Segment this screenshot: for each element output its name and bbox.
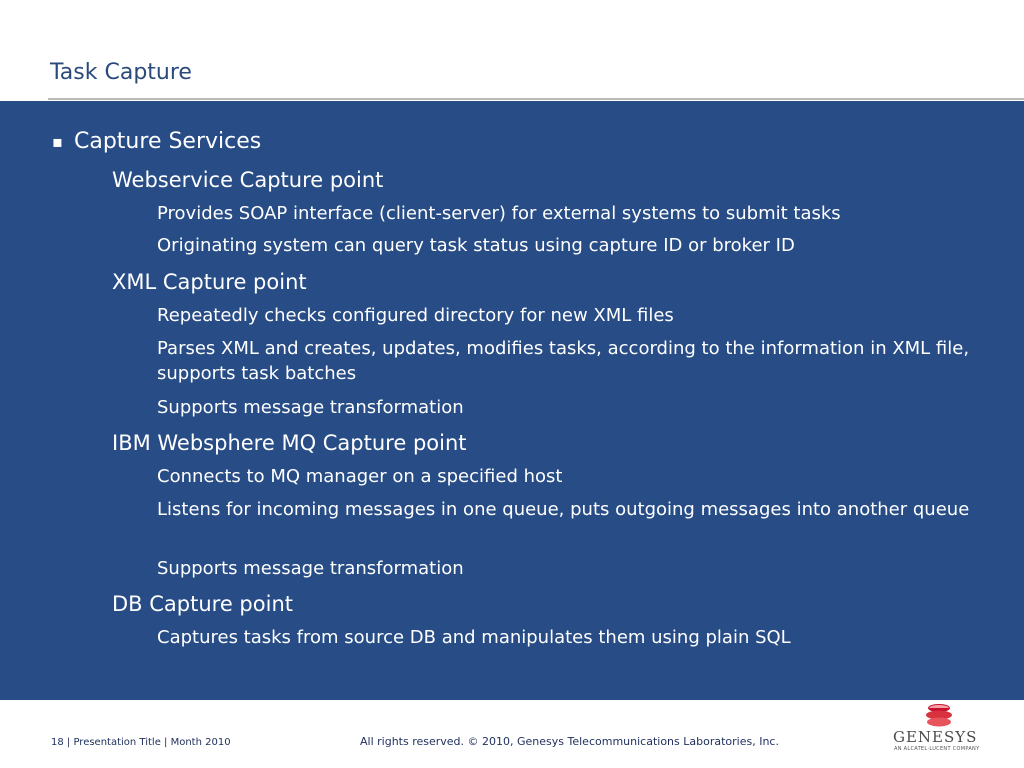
- genesys-logo: GENESYS AN ALCATEL·LUCENT COMPANY: [891, 702, 991, 754]
- footer-slide-info: 18 | Presentation Title | Month 2010: [51, 737, 231, 748]
- genesys-logo-icon: [926, 704, 952, 727]
- list-item: Captures tasks from source DB and manipu…: [157, 627, 791, 648]
- section-mq-title: IBM Websphere MQ Capture point: [112, 431, 467, 455]
- bullet-label: Capture Services: [74, 129, 262, 154]
- list-item: Connects to MQ manager on a specified ho…: [157, 466, 563, 487]
- section-xml-title: XML Capture point: [112, 270, 307, 294]
- list-item: Originating system can query task status…: [157, 235, 795, 256]
- square-bullet-icon: ▪: [52, 132, 63, 151]
- list-item: Listens for incoming messages in one que…: [157, 499, 970, 520]
- section-webservice-title: Webservice Capture point: [112, 168, 384, 192]
- title-divider: [48, 98, 1024, 100]
- list-item: Parses XML and creates, updates, modifie…: [157, 338, 970, 384]
- footer-copyright: All rights reserved. © 2010, Genesys Tel…: [360, 735, 779, 748]
- list-item: Repeatedly checks configured directory f…: [157, 305, 674, 326]
- section-db-title: DB Capture point: [112, 592, 293, 616]
- list-item: Supports message transformation: [157, 558, 464, 579]
- list-item: Supports message transformation: [157, 397, 464, 418]
- logo-wordmark: GENESYS: [893, 728, 978, 746]
- logo-tagline: AN ALCATEL·LUCENT COMPANY: [894, 746, 980, 752]
- slide-title: Task Capture: [50, 60, 192, 85]
- list-item: Provides SOAP interface (client-server) …: [157, 203, 841, 224]
- content-panel: ▪ Capture Services Webservice Capture po…: [0, 101, 1024, 700]
